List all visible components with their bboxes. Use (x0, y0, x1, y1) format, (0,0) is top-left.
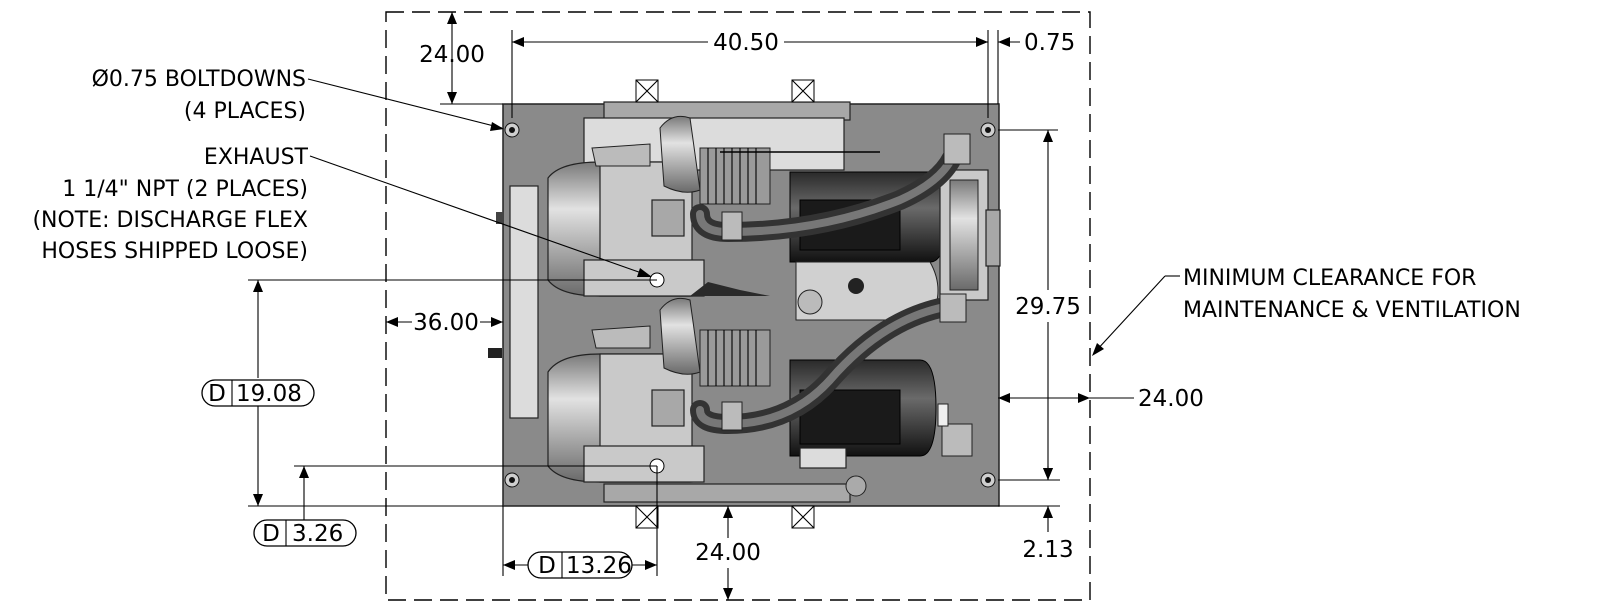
top-frame (603, 101, 851, 121)
dim-top-clearance: 24.00 (419, 42, 485, 68)
drain-valve (941, 423, 973, 457)
upper-exhaust-block (583, 259, 705, 297)
lifting-points (635, 79, 815, 529)
dim-bottom-right-offset: 2.13 (1022, 537, 1073, 563)
dim-bolt-span: 29.75 (1015, 294, 1081, 320)
lower-exhaust-block (583, 445, 705, 483)
lower-foot (799, 447, 847, 469)
dim-overall-width: 40.50 (713, 30, 779, 56)
leader-lines (307, 78, 1180, 356)
note-exhaust-line2: 1 1/4" NPT (2 PLACES) (62, 177, 308, 202)
dim-left-clearance: 36.00 (413, 310, 479, 336)
tag-19-08-value: 19.08 (236, 381, 302, 407)
upper-fins (699, 147, 771, 205)
discharge-hoses (690, 133, 971, 435)
tag-3-26-prefix: D (262, 521, 280, 547)
note-exhaust-line1: EXHAUST (204, 145, 309, 170)
dimension-lines (248, 12, 1134, 600)
boltdown-holes (504, 122, 996, 488)
tag-19-08: D 19.08 (201, 379, 315, 407)
tag-3-26-value: 3.26 (292, 521, 343, 547)
tag-13-26: D 13.26 (527, 551, 633, 579)
note-exhaust-line4: HOSES SHIPPED LOOSE) (41, 239, 308, 264)
equipment-assembly (488, 79, 1001, 529)
dim-bottom-clearance: 24.00 (695, 540, 761, 566)
tag-19-08-prefix: D (208, 381, 226, 407)
note-boltdowns-line2: (4 PLACES) (184, 99, 306, 124)
lower-pump-unit (547, 297, 937, 497)
note-exhaust: EXHAUST 1 1/4" NPT (2 PLACES) (NOTE: DIS… (32, 145, 308, 264)
note-exhaust-line3: (NOTE: DISCHARGE FLEX (32, 208, 308, 233)
bottom-frame (603, 483, 851, 503)
upper-valve (591, 143, 651, 167)
upper-shadow (690, 282, 770, 296)
clearance-zone (385, 11, 1091, 601)
left-bracket (509, 185, 539, 419)
lower-fins (699, 329, 771, 387)
note-boltdowns: Ø0.75 BOLTDOWNS (4 PLACES) (92, 67, 306, 124)
note-boltdowns-line1: Ø0.75 BOLTDOWNS (92, 67, 306, 92)
right-bracket (985, 209, 1001, 267)
tag-13-26-value: 13.26 (566, 553, 632, 579)
dimension-labels: 24.00 40.50 0.75 36.00 29.75 24.00 24.00… (413, 30, 1204, 566)
note-clearance: MINIMUM CLEARANCE FOR MAINTENANCE & VENT… (1183, 266, 1521, 323)
tag-13-26-prefix: D (538, 553, 556, 579)
note-clearance-line2: MAINTENANCE & VENTILATION (1183, 298, 1521, 323)
dim-right-offset: 0.75 (1024, 30, 1075, 56)
dim-right-clearance: 24.00 (1138, 386, 1204, 412)
upper-pump-plate (651, 199, 685, 237)
lower-pump-plate (651, 389, 685, 427)
lower-valve (591, 325, 651, 349)
tag-3-26: D 3.26 (253, 519, 357, 547)
note-clearance-line1: MINIMUM CLEARANCE FOR (1183, 266, 1476, 291)
